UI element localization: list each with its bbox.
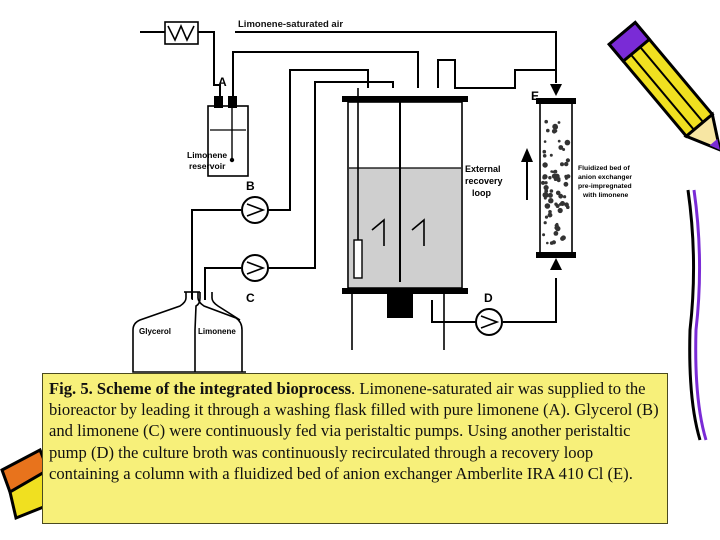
resin-bead: [561, 235, 566, 241]
resin-bead: [542, 233, 546, 237]
resin-bead: [563, 195, 567, 199]
resin-bead: [544, 181, 548, 185]
resin-bead: [555, 222, 559, 226]
resin-bead: [546, 241, 549, 245]
resin-bead: [557, 207, 563, 214]
resin-bead: [555, 204, 560, 208]
resin-bead: [548, 210, 552, 214]
bed-label-line2: anion exchanger: [578, 174, 632, 181]
resin-bead: [544, 189, 549, 194]
resin-bead: [557, 139, 561, 143]
label-d: D: [484, 291, 493, 305]
bed-label-line3: pre-impregnated: [578, 183, 632, 190]
label-b: B: [246, 179, 255, 193]
resin-bead: [542, 162, 548, 168]
resin-bead: [551, 170, 555, 174]
resin-bead: [564, 174, 568, 179]
pencil-clipart-side-icon: [686, 189, 708, 441]
pump-d-icon: [475, 308, 503, 336]
resin-bead: [558, 145, 564, 150]
resin-bead: [553, 169, 558, 174]
resin-bead: [542, 154, 547, 158]
resin-bead: [549, 241, 554, 245]
resin-bead: [542, 149, 547, 154]
caption-text: . Limonene-saturated air was supplied to…: [49, 379, 659, 483]
loop-arrow-icon: [521, 148, 533, 200]
resin-bead: [548, 198, 554, 204]
caption-title: Fig. 5. Scheme of the integrated bioproc…: [49, 379, 352, 398]
glycerol-bottle: [132, 291, 246, 373]
limonene-bottle-label: Limonene: [198, 327, 236, 336]
reservoir-label-line2: reservoir: [189, 161, 226, 171]
tubing-lines: [140, 31, 557, 323]
resin-bead: [543, 221, 547, 225]
loop-label-line2: recovery: [465, 176, 503, 186]
bed-label-line1: Fluidized bed of: [578, 165, 630, 172]
resin-bead: [547, 192, 553, 198]
resin-bead: [563, 181, 569, 187]
label-a: A: [218, 75, 227, 89]
resin-bead: [557, 177, 561, 181]
resin-bead: [565, 158, 571, 163]
resin-bead: [564, 161, 569, 167]
air-label: Limonene-saturated air: [238, 19, 343, 30]
resin-bead: [543, 140, 547, 143]
resin-bead: [558, 193, 564, 199]
reservoir-label-line1: Limonene: [187, 150, 227, 160]
resin-bead: [551, 129, 557, 134]
figure-caption: Fig. 5. Scheme of the integrated bioproc…: [42, 373, 668, 524]
resin-bead: [564, 139, 571, 146]
resin-bead: [548, 176, 552, 180]
resin-bead: [543, 196, 547, 200]
resin-bead: [553, 177, 558, 181]
resin-beads: [541, 119, 571, 245]
resin-bead: [560, 162, 564, 167]
glycerol-label: Glycerol: [139, 327, 171, 336]
resin-bead: [543, 185, 549, 191]
resin-bead: [557, 121, 561, 124]
pump-b-icon: [241, 196, 269, 224]
resin-bead: [553, 231, 559, 236]
fluidized-bed-column: [536, 84, 576, 270]
resin-bead: [547, 212, 553, 218]
resin-bead: [555, 225, 561, 232]
bioreactor: [342, 88, 468, 350]
resin-bead: [553, 125, 559, 130]
pencil-clipart-icon: [607, 20, 720, 153]
resin-bead: [564, 202, 569, 207]
loop-label-line3: loop: [472, 188, 491, 198]
resin-bead: [542, 175, 547, 180]
resin-bead: [544, 119, 548, 124]
resin-bead: [544, 215, 549, 219]
bed-label-line4: with limonene: [582, 192, 629, 199]
resin-bead: [555, 190, 561, 196]
label-e: E: [531, 89, 539, 103]
pump-c-icon: [241, 254, 269, 282]
resin-bead: [562, 148, 566, 151]
resin-bead: [541, 180, 545, 185]
resin-bead: [549, 153, 553, 157]
loop-label-line1: External: [465, 164, 501, 174]
resin-bead: [543, 192, 549, 198]
air-filter-icon: [164, 21, 199, 45]
resin-bead: [549, 189, 554, 193]
resin-bead: [546, 128, 550, 133]
label-c: C: [246, 291, 255, 305]
resin-bead: [544, 203, 551, 209]
limonene-bottle: [194, 292, 241, 372]
resin-bead: [559, 202, 563, 206]
limonene-reservoir: [207, 96, 249, 177]
culture-liquid: [349, 168, 461, 287]
